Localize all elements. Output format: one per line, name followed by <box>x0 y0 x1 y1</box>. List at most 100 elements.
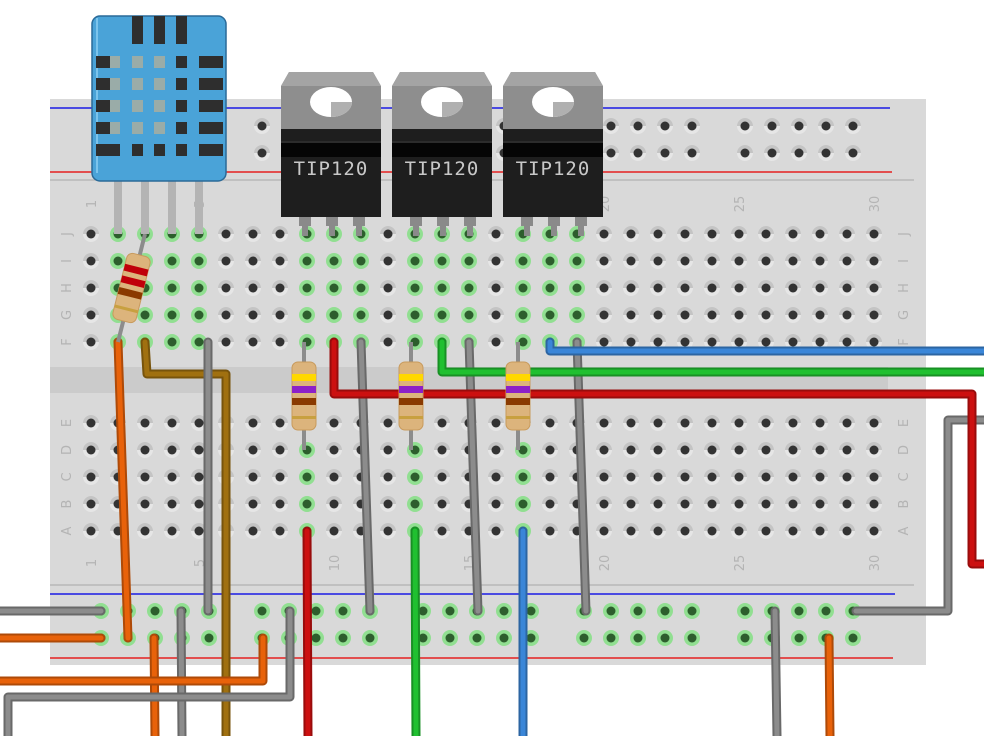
rail-hole-top[interactable] <box>845 145 861 161</box>
hole-C26[interactable] <box>758 469 774 485</box>
tip120-transistor[interactable]: TIP120 <box>503 72 603 236</box>
hole-C29[interactable] <box>839 469 855 485</box>
hole-J7[interactable] <box>245 226 261 242</box>
hole-B24[interactable] <box>704 496 720 512</box>
rail-hole-top[interactable] <box>791 145 807 161</box>
hole-A30[interactable] <box>866 523 882 539</box>
hole-B10[interactable] <box>326 496 342 512</box>
hole-D9[interactable] <box>299 442 315 458</box>
rail-hole-bottom[interactable] <box>442 630 458 646</box>
hole-B17[interactable] <box>515 496 531 512</box>
hole-D28[interactable] <box>812 442 828 458</box>
hole-J23[interactable] <box>677 226 693 242</box>
hole-I11[interactable] <box>353 253 369 269</box>
hole-J1[interactable] <box>83 226 99 242</box>
hole-E28[interactable] <box>812 415 828 431</box>
hole-H12[interactable] <box>380 280 396 296</box>
resistor-2[interactable] <box>291 342 317 450</box>
resistor-1[interactable] <box>112 233 152 343</box>
hole-I23[interactable] <box>677 253 693 269</box>
hole-I29[interactable] <box>839 253 855 269</box>
rail-hole-top[interactable] <box>657 118 673 134</box>
hole-C9[interactable] <box>299 469 315 485</box>
hole-E4[interactable] <box>164 415 180 431</box>
hole-B30[interactable] <box>866 496 882 512</box>
hole-H1[interactable] <box>83 280 99 296</box>
rail-hole-top[interactable] <box>657 145 673 161</box>
hole-J26[interactable] <box>758 226 774 242</box>
hole-C8[interactable] <box>272 469 288 485</box>
wire-red-long[interactable] <box>329 337 984 569</box>
hole-E20[interactable] <box>596 415 612 431</box>
rail-hole-bottom[interactable] <box>657 603 673 619</box>
hole-B18[interactable] <box>542 496 558 512</box>
hole-I21[interactable] <box>623 253 639 269</box>
hole-F1[interactable] <box>83 334 99 350</box>
hole-E14[interactable] <box>434 415 450 431</box>
hole-E23[interactable] <box>677 415 693 431</box>
wire-green-long[interactable] <box>437 337 984 377</box>
hole-G19[interactable] <box>569 307 585 323</box>
rail-hole-bottom[interactable] <box>630 603 646 619</box>
hole-G1[interactable] <box>83 307 99 323</box>
hole-D23[interactable] <box>677 442 693 458</box>
hole-F23[interactable] <box>677 334 693 350</box>
hole-I19[interactable] <box>569 253 585 269</box>
rail-hole-top[interactable] <box>845 118 861 134</box>
hole-H29[interactable] <box>839 280 855 296</box>
resistor-4[interactable] <box>505 342 531 450</box>
hole-G5[interactable] <box>191 307 207 323</box>
hole-B1[interactable] <box>83 496 99 512</box>
hole-G30[interactable] <box>866 307 882 323</box>
rail-hole-top[interactable] <box>818 145 834 161</box>
hole-I4[interactable] <box>164 253 180 269</box>
hole-C17[interactable] <box>515 469 531 485</box>
hole-I12[interactable] <box>380 253 396 269</box>
rail-hole-bottom[interactable] <box>737 630 753 646</box>
hole-A1[interactable] <box>83 523 99 539</box>
rail-hole-bottom[interactable] <box>684 603 700 619</box>
hole-I25[interactable] <box>731 253 747 269</box>
hole-H10[interactable] <box>326 280 342 296</box>
hole-H8[interactable] <box>272 280 288 296</box>
rail-hole-top[interactable] <box>764 145 780 161</box>
hole-D26[interactable] <box>758 442 774 458</box>
hole-J16[interactable] <box>488 226 504 242</box>
hole-G18[interactable] <box>542 307 558 323</box>
hole-B3[interactable] <box>137 496 153 512</box>
tip120-transistor[interactable]: TIP120 <box>281 72 381 236</box>
hole-E8[interactable] <box>272 415 288 431</box>
hole-B4[interactable] <box>164 496 180 512</box>
wire-red-down[interactable] <box>302 526 313 736</box>
hole-C12[interactable] <box>380 469 396 485</box>
wire-orange-down[interactable] <box>149 633 160 736</box>
hole-F28[interactable] <box>812 334 828 350</box>
hole-H6[interactable] <box>218 280 234 296</box>
hole-C21[interactable] <box>623 469 639 485</box>
hole-D21[interactable] <box>623 442 639 458</box>
hole-I30[interactable] <box>866 253 882 269</box>
hole-G4[interactable] <box>164 307 180 323</box>
hole-C4[interactable] <box>164 469 180 485</box>
rail-hole-top[interactable] <box>254 145 270 161</box>
hole-I28[interactable] <box>812 253 828 269</box>
hole-A16[interactable] <box>488 523 504 539</box>
wire-orange-bottom[interactable] <box>0 633 268 686</box>
rail-hole-bottom[interactable] <box>147 603 163 619</box>
hole-H27[interactable] <box>785 280 801 296</box>
hole-C13[interactable] <box>407 469 423 485</box>
wire-green-down[interactable] <box>410 526 421 736</box>
hole-I22[interactable] <box>650 253 666 269</box>
hole-A23[interactable] <box>677 523 693 539</box>
hole-G29[interactable] <box>839 307 855 323</box>
hole-E12[interactable] <box>380 415 396 431</box>
wire-gray-t1[interactable] <box>356 337 375 616</box>
rail-hole-bottom[interactable] <box>496 630 512 646</box>
hole-H9[interactable] <box>299 280 315 296</box>
hole-F30[interactable] <box>866 334 882 350</box>
rail-hole-top[interactable] <box>764 118 780 134</box>
hole-J27[interactable] <box>785 226 801 242</box>
hole-F27[interactable] <box>785 334 801 350</box>
hole-G27[interactable] <box>785 307 801 323</box>
hole-G15[interactable] <box>461 307 477 323</box>
